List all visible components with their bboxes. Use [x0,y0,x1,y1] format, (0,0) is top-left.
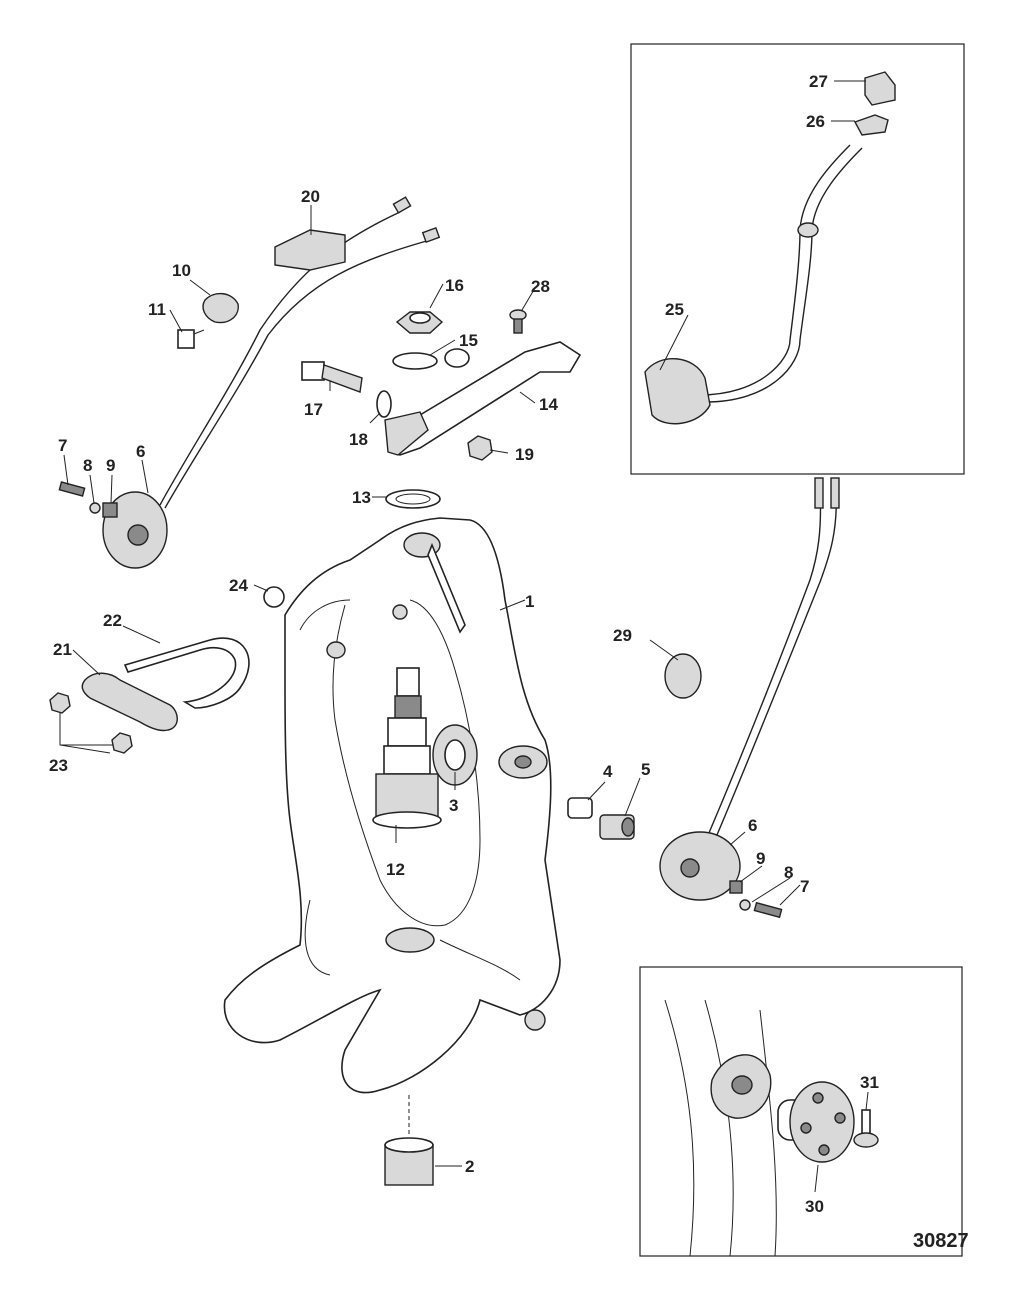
callout-26: 26 [806,112,825,131]
callout-17: 17 [304,400,323,419]
callout-7-right: 7 [800,877,809,896]
washer-8-left [89,502,101,514]
spacer-9-right [729,880,743,894]
screw-28 [509,309,527,334]
nut-23-b [111,732,133,754]
callout-7-left: 7 [58,436,67,455]
screw-11 [177,329,205,349]
callout-9-right: 9 [756,849,765,868]
trim-sensor-right [659,477,840,901]
screw-7-right [753,901,783,919]
harness-25 [644,144,863,425]
callout-9-left: 9 [106,456,115,475]
callout-4: 4 [603,762,613,781]
nut-23-a [49,692,71,714]
retainer-24 [263,586,285,608]
callout-8-left: 8 [83,456,92,475]
bracket-detail [664,999,777,1257]
callout-13: 13 [352,488,371,507]
connector-27 [864,71,896,106]
u-bolt-22 [123,637,250,709]
callout-6-left: 6 [136,442,145,461]
callout-10: 10 [172,261,191,280]
callout-22: 22 [103,611,122,630]
washer-8-right [739,899,751,911]
trim-sensor-left [102,196,441,569]
flange-30 [777,1081,855,1163]
nut-19 [467,435,493,461]
callout-12: 12 [386,860,405,879]
callout-23: 23 [49,756,68,775]
callout-3: 3 [449,796,458,815]
callout-27: 27 [809,72,828,91]
kingpin [372,667,442,829]
callout-25: 25 [665,300,684,319]
callout-29: 29 [613,626,632,645]
steering-arm [384,341,582,457]
callout-14: 14 [539,395,558,414]
terminals-26 [853,114,889,136]
bushing-5 [599,814,635,840]
callout-18: 18 [349,430,368,449]
callout-11: 11 [148,300,166,319]
leader-lines [59,80,869,1193]
clip-29 [664,653,702,699]
callout-8-right: 8 [784,863,793,882]
inset-frame-harness [630,43,965,475]
callout-21: 21 [53,640,72,659]
figure-number: 30827 [913,1230,969,1252]
inset-frame-bracket-detail [639,966,963,1257]
spacer-9-left [102,502,118,518]
callout-6-right: 6 [748,816,757,835]
callout-24: 24 [229,576,248,595]
plate-10 [202,293,239,324]
callout-19: 19 [515,445,534,464]
bushing-2 [384,1095,434,1186]
callout-30: 30 [805,1197,824,1216]
nut-16 [395,311,444,334]
callout-labels: 1 2 3 4 5 6 6 7 7 8 8 9 9 10 11 12 13 14… [49,72,879,1216]
callout-1: 1 [525,592,534,611]
washer-15 [392,352,438,370]
callout-5: 5 [641,760,650,779]
clip-20 [274,229,346,271]
screw-7-left [58,481,86,497]
callout-20: 20 [301,187,320,206]
callout-15: 15 [459,331,478,350]
washer-18 [376,390,392,418]
callout-31: 31 [860,1073,879,1092]
callout-28: 28 [531,277,550,296]
bushing-4 [567,797,593,819]
callout-2: 2 [465,1157,474,1176]
washer-13 [385,489,441,509]
bolt-17 [301,361,363,393]
callout-16: 16 [445,276,464,295]
screw-31 [853,1109,879,1148]
plate-21 [81,672,178,732]
